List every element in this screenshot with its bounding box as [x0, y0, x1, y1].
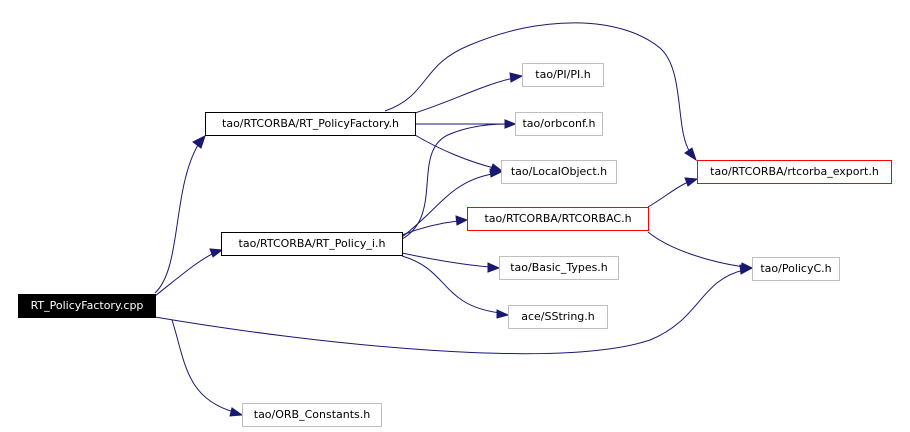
node-orbconf-h[interactable]: tao/orbconf.h: [515, 112, 603, 136]
edge-rt-policy-i-h-to-rtcorbac-h: [401, 220, 459, 236]
edge-rt-policy-i-h-to-basic-types-h: [401, 252, 491, 268]
node-sstring-h[interactable]: ace/SString.h: [508, 305, 608, 329]
arrowhead: [740, 262, 754, 273]
edge-root-to-orb-constants-h: [171, 319, 235, 413]
edge-rt-policyfactory-h-to-rtcorba-export-h: [384, 22, 691, 153]
edge-rt-policyfactory-h-to-localobject-h: [414, 134, 495, 169]
node-orb-constants-h[interactable]: tao/ORB_Constants.h: [242, 403, 382, 427]
arrowhead: [192, 135, 206, 149]
arrowhead: [496, 309, 510, 319]
arrowhead: [509, 72, 524, 83]
edge-root-to-policyc-h: [154, 269, 745, 355]
node-rt-policyfactory-cpp: RT_PolicyFactory.cpp: [18, 294, 156, 318]
node-rt-policyfactory-h[interactable]: tao/RTCORBA/RT_PolicyFactory.h: [205, 112, 416, 136]
edge-rt-policy-i-h-to-localobject-h: [401, 173, 493, 238]
node-policyc-h[interactable]: tao/PolicyC.h: [752, 257, 840, 281]
arrowhead: [489, 168, 503, 178]
edge-rtcorbac-h-to-rtcorba-export-h: [647, 181, 689, 208]
arrowhead: [684, 147, 697, 162]
node-rtcorba-export-h[interactable]: tao/RTCORBA/rtcorba_export.h: [697, 160, 892, 184]
edge-rt-policy-i-h-to-orbconf-h: [401, 123, 507, 240]
node-basic-types-h[interactable]: tao/Basic_Types.h: [499, 256, 619, 280]
arrowhead: [209, 248, 224, 258]
node-rtcorbac-h[interactable]: tao/RTCORBA/RTCORBAC.h: [467, 207, 649, 231]
arrowhead: [504, 119, 517, 129]
arrowhead: [487, 262, 501, 273]
arrowhead: [684, 177, 699, 187]
node-localobject-h[interactable]: tao/LocalObject.h: [501, 160, 617, 184]
edge-root-to-rt-policy-i-h: [154, 252, 215, 297]
edge-rt-policy-i-h-to-sstring-h: [401, 255, 501, 314]
node-rt-policy-i-h[interactable]: tao/RTCORBA/RT_Policy_i.h: [221, 232, 403, 256]
arrowhead: [455, 215, 469, 226]
edge-rtcorbac-h-to-policyc-h: [647, 231, 745, 268]
arrowhead: [229, 407, 244, 417]
node-pi-h[interactable]: tao/PI/PI.h: [522, 63, 604, 87]
edge-root-to-rt-policyfactory-h: [154, 144, 199, 294]
edge-rt-policyfactory-h-to-pi-h: [414, 77, 515, 114]
